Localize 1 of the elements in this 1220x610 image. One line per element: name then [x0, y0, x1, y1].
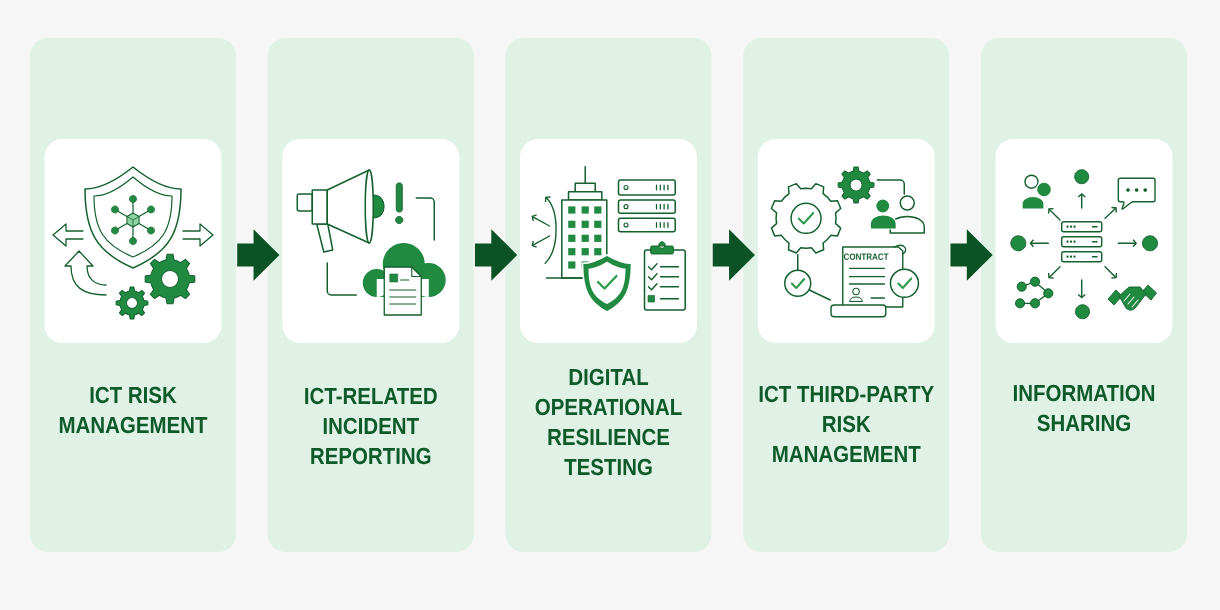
document-heading: CONTRACT: [843, 253, 889, 260]
